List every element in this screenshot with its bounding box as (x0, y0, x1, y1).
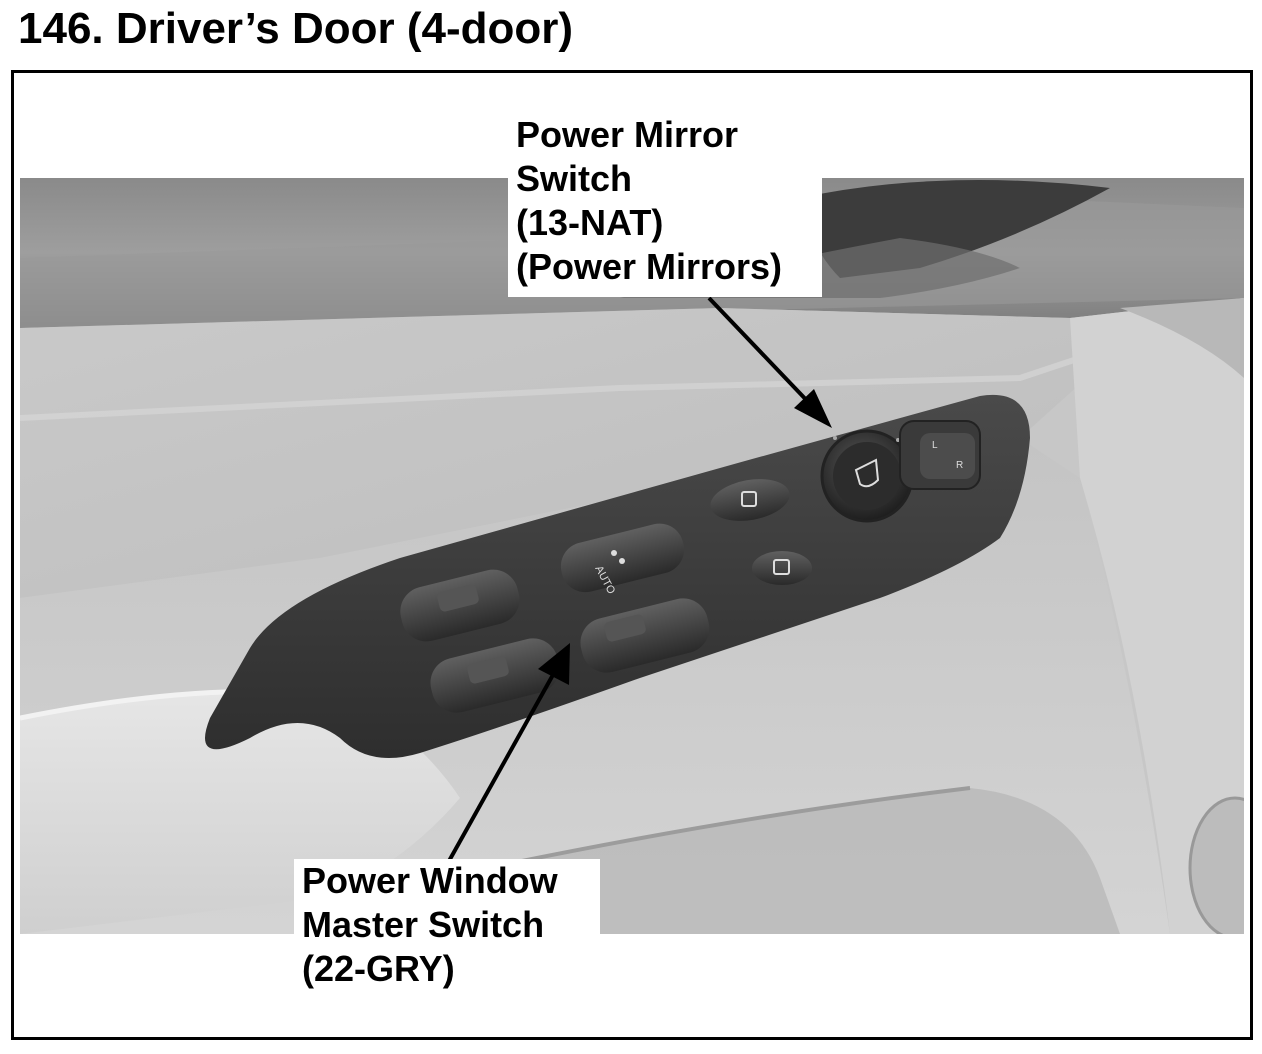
callout-line: Switch (516, 158, 633, 199)
callout-line: (13-NAT) (516, 202, 664, 243)
callout-line: (22-GRY) (302, 948, 455, 989)
callout-line: Power Window (302, 860, 558, 901)
callout-line: Power Mirror (516, 114, 739, 155)
figure-frame: AUTO L R Power Mirror Switch (13-NAT) (11, 70, 1253, 1040)
mirror-selector-r-label: R (956, 460, 963, 471)
page-title: 146. Driver’s Door (4-door) (18, 4, 574, 53)
callout-line: Master Switch (302, 904, 545, 945)
mirror-selector-l-label: L (932, 440, 938, 451)
power-window-master-switch-callout: Power Window Master Switch (22-GRY) (294, 859, 600, 997)
power-mirror-switch-callout: Power Mirror Switch (13-NAT) (Power Mirr… (508, 113, 822, 297)
door-panel-photo: AUTO L R (20, 178, 1244, 934)
callout-line: (Power Mirrors) (516, 246, 783, 287)
